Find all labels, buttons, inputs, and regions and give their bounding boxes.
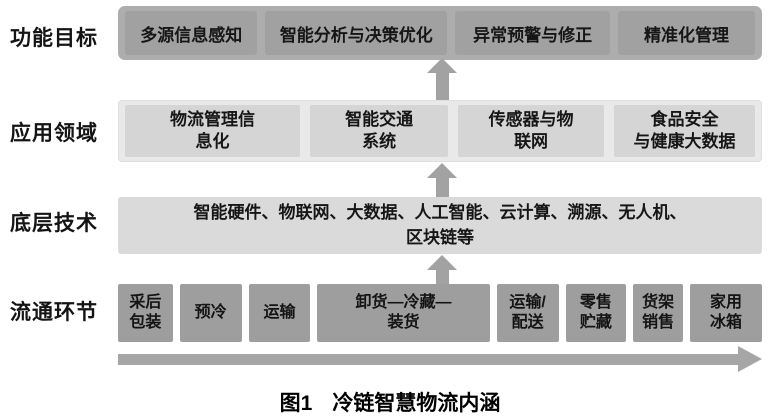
layer-label-goals: 功能目标 [10, 27, 98, 50]
up-arrow-icon [427, 163, 457, 197]
application-item: 物流管理信 息化 [125, 105, 301, 157]
up-arrow-icon [427, 255, 457, 284]
goal-item: 多源信息感知 [125, 11, 258, 55]
applications-layer-box: 物流管理信 息化 智能交通 系统 传感器与物 联网 食品安全 与健康大数据 [118, 100, 762, 162]
layer-label-applications: 应用领域 [10, 122, 98, 145]
figure-caption-number: 图1 [279, 392, 313, 415]
layer-label-technologies: 底层技术 [10, 212, 98, 235]
technologies-layer-box: 智能硬件、物联网、大数据、人工智能、云计算、溯源、无人机、 区块链等 [118, 197, 762, 254]
application-item: 智能交通 系统 [310, 105, 449, 157]
goal-item: 智能分析与决策优化 [265, 11, 448, 55]
stage-item: 预冷 [179, 284, 242, 342]
figure-caption: 图1 冷链智慧物流内涵 [0, 387, 780, 417]
stages-layer-row: 采后 包装 预冷 运输 卸货—冷藏— 装货 运输/ 配送 零售 贮藏 货架 销售… [118, 284, 762, 342]
up-arrow-icon [427, 58, 457, 100]
layer-label-stages: 流通环节 [10, 301, 98, 324]
stage-item: 采后 包装 [118, 284, 173, 342]
goals-layer-box: 多源信息感知 智能分析与决策优化 异常预警与修正 精准化管理 [118, 6, 762, 60]
application-item: 食品安全 与健康大数据 [614, 105, 755, 157]
stage-item: 零售 贮藏 [565, 284, 627, 342]
flow-direction-arrow-icon [118, 346, 762, 372]
figure-caption-title: 冷链智慧物流内涵 [332, 392, 501, 415]
stage-item: 货架 销售 [633, 284, 684, 342]
stage-item: 家用 冰箱 [690, 284, 762, 342]
stage-item: 运输 [248, 284, 311, 342]
goal-item: 精准化管理 [618, 11, 755, 55]
application-item: 传感器与物 联网 [458, 105, 604, 157]
goal-item: 异常预警与修正 [455, 11, 611, 55]
stage-item: 运输/ 配送 [496, 284, 559, 342]
stage-item: 卸货—冷藏— 装货 [317, 284, 490, 342]
